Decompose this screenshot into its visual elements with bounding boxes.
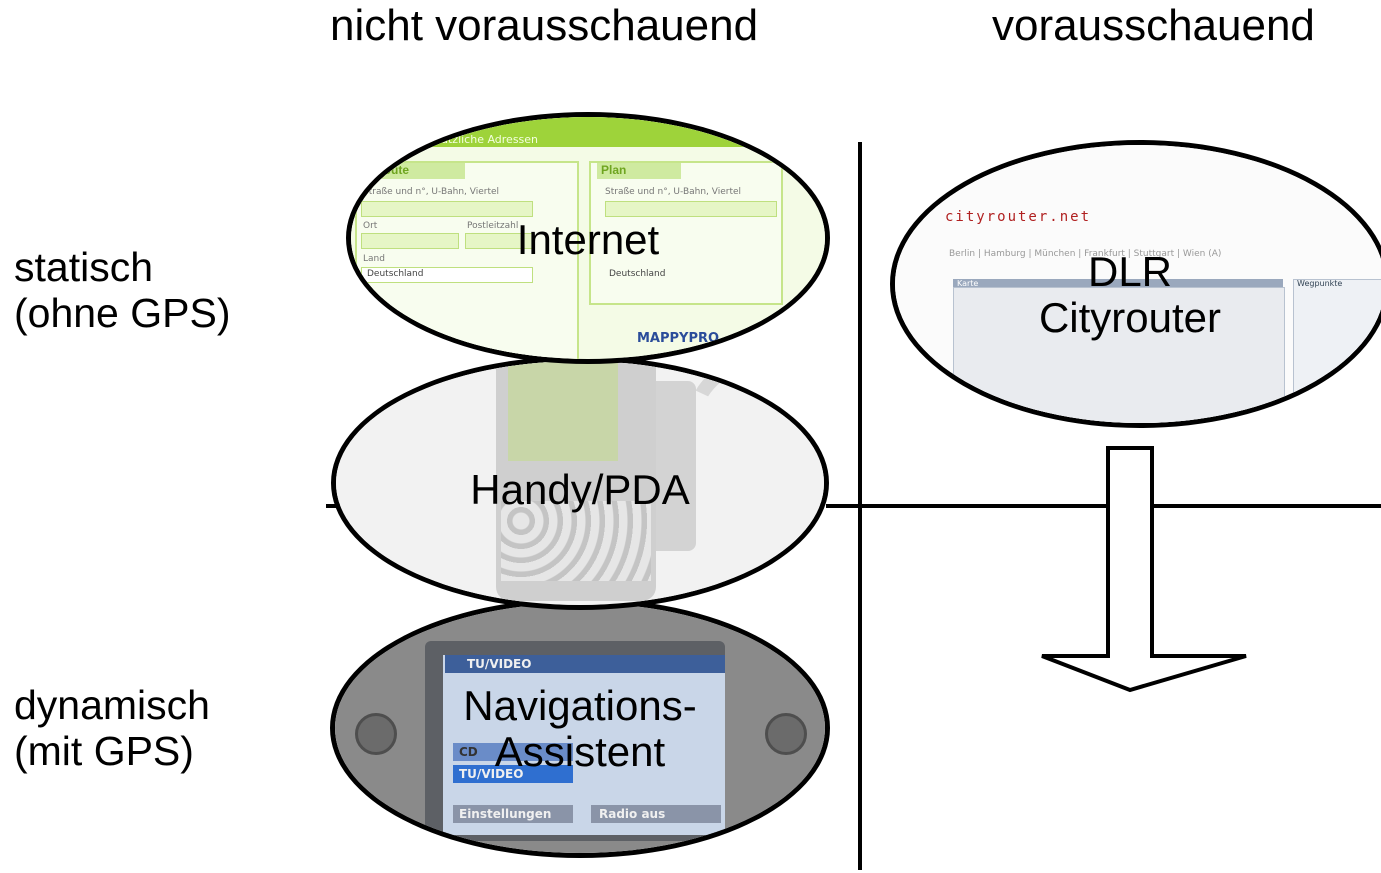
ellipse-label-internet: Internet (516, 216, 660, 263)
cityrouter-site-name: cityrouter.net (945, 209, 1092, 225)
down-arrow-icon (1041, 446, 1247, 693)
city-field (361, 233, 459, 249)
city-label: Ort (363, 221, 378, 231)
nav-item-cd: CD (459, 745, 478, 759)
ellipse-dlr-cityrouter: cityrouter.net Berlin | Hamburg | Münche… (890, 140, 1381, 428)
cityrouter-map-title: Karte (957, 279, 979, 288)
row-label-static-line1: statisch (14, 244, 153, 290)
pda-image (336, 361, 824, 605)
cityrouter-label-line2: Cityrouter (1038, 294, 1222, 341)
cityrouter-waypoints (1293, 279, 1381, 423)
nav-label-line2: Assistent (494, 728, 666, 775)
country-value-plan: Deutschland (609, 269, 666, 279)
country-select (361, 267, 533, 283)
ellipse-handy-pda: Handy/PDA (331, 356, 829, 610)
cityrouter-label-line1: DLR (1087, 248, 1173, 295)
street-field (361, 201, 533, 217)
ellipse-navigation-assistant: TU/VIDEO CD TU/VIDEO Einstellungen Radio… (330, 598, 830, 858)
plan-tab: Plan (597, 163, 681, 179)
row-label-static: statisch (ohne GPS) (14, 244, 231, 336)
column-header-predictive: vorausschauend (992, 1, 1315, 50)
cityrouter-waypoints-title: Wegpunkte (1297, 279, 1343, 288)
street-label: Straße und n°, U-Bahn, Viertel (363, 187, 500, 197)
row-label-static-line2: (ohne GPS) (14, 290, 231, 336)
nav-item-radio: Radio aus (599, 807, 666, 821)
zip-field (465, 233, 533, 249)
ellipse-internet: Zusätzliche Adressen Route Plan Straße u… (346, 112, 830, 364)
ellipse-label-cityrouter: DLR Cityrouter (895, 248, 1381, 341)
nav-item-tu: TU/VIDEO (459, 767, 524, 781)
nav-menu-title: TU/VIDEO (467, 657, 532, 671)
route-tab: Route (371, 163, 465, 179)
nav-device-image: TU/VIDEO CD TU/VIDEO Einstellungen Radio… (335, 603, 825, 853)
row-label-dynamic: dynamisch (mit GPS) (14, 682, 210, 774)
nav-item-settings: Einstellungen (459, 807, 552, 821)
mappypro-brand: MAPPYPRO (637, 331, 720, 346)
country-value: Deutschland (367, 269, 424, 279)
internet-header-text: Zusätzliche Adressen (421, 133, 539, 146)
column-header-not-predictive: nicht vorausschauend (330, 1, 759, 50)
nav-label-line1: Navigations- (463, 682, 697, 729)
ellipse-label-handy: Handy/PDA (470, 466, 690, 513)
cityrouter-screenshot: cityrouter.net Berlin | Hamburg | Münche… (895, 145, 1381, 423)
row-label-dynamic-line2: (mit GPS) (14, 728, 194, 774)
internet-screenshot: Zusätzliche Adressen Route Plan Straße u… (351, 117, 825, 359)
cityrouter-map (953, 287, 1285, 423)
country-label: Land (363, 254, 385, 264)
street-label-plan: Straße und n°, U-Bahn, Viertel (605, 187, 742, 197)
street-field-plan (605, 201, 777, 217)
cityrouter-city-links: Berlin | Hamburg | München | Frankfurt |… (949, 249, 1222, 259)
knob-icon (355, 713, 397, 755)
row-label-dynamic-line1: dynamisch (14, 682, 210, 728)
ellipse-label-navigation: Navigations- Assistent (335, 683, 825, 775)
zip-label: Postleitzahl (467, 221, 519, 231)
knob-icon (765, 713, 807, 755)
